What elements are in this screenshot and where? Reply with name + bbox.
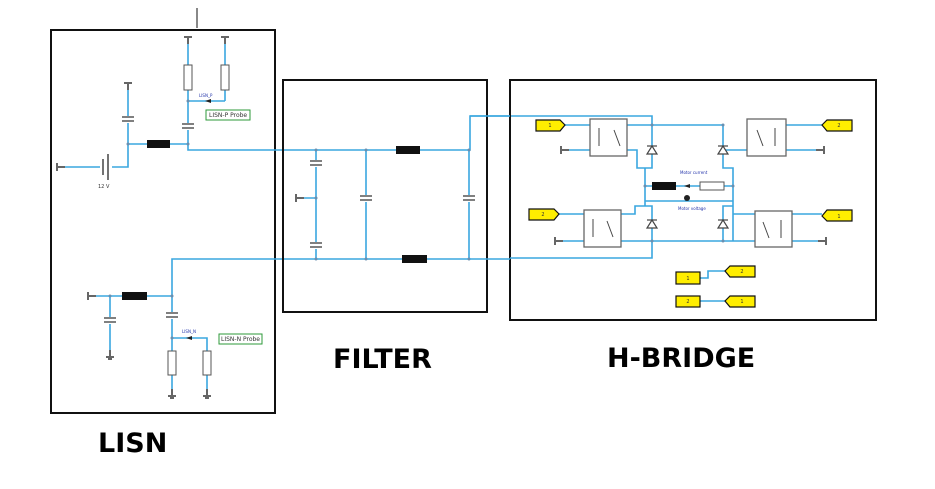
inductor [396, 146, 420, 154]
hbridge-block: Motor current Motor voltage 1 2 2 1 1 2 … [470, 79, 877, 321]
inductor [147, 140, 170, 148]
ground-icon [554, 236, 564, 246]
lisn-block: 12 V LISN_P LISN-P Probe LISN_N LISN-N P… [50, 29, 653, 414]
ground-icon [183, 36, 193, 45]
probe-n-net: LISN_N [182, 329, 196, 334]
relay-bottom-left [583, 209, 622, 248]
inductor [402, 255, 427, 263]
svg-text:2: 2 [837, 123, 840, 129]
motor-voltage-label: Motor voltage [678, 206, 706, 211]
current-probe-icon [684, 184, 690, 188]
probe-p-net: LISN_P [199, 93, 213, 98]
svg-text:1: 1 [548, 123, 551, 129]
svg-text:2: 2 [541, 212, 544, 218]
probe-n-label: LISN-N Probe [221, 336, 260, 343]
ground-icon [815, 145, 825, 155]
ground-icon [123, 82, 133, 91]
voltage-probe-icon [684, 195, 690, 201]
svg-text:1: 1 [740, 299, 743, 305]
hbridge-title: H-BRIDGE [607, 343, 755, 374]
resistor [202, 350, 212, 376]
ground-icon [560, 145, 570, 155]
net-tag-bottom-right[interactable]: 1 [821, 209, 853, 222]
net-tag-pair1-in[interactable]: 1 [675, 271, 701, 285]
net-tag-pair2-out[interactable]: 1 [724, 295, 756, 308]
lisn-border [50, 29, 276, 414]
battery [100, 154, 112, 180]
svg-text:1: 1 [686, 276, 689, 282]
net-tag-bottom-left[interactable]: 2 [528, 208, 560, 221]
battery-label: 12 V [98, 184, 110, 190]
lisn-title: LISN [98, 428, 167, 459]
filter-title: FILTER [333, 344, 432, 375]
diode [717, 219, 729, 229]
ground-icon [295, 193, 305, 203]
net-tag-top-right[interactable]: 2 [821, 119, 853, 132]
filter-block [282, 79, 488, 313]
filter-border [282, 79, 488, 313]
motor-resistor [699, 181, 725, 191]
diode [646, 219, 658, 229]
svg-text:2: 2 [686, 299, 689, 305]
resistor [167, 350, 177, 376]
net-tag-pair1-out[interactable]: 2 [724, 265, 756, 278]
ground-icon [56, 162, 66, 172]
probe-n-box[interactable] [218, 333, 263, 345]
net-tag-pair2-in[interactable]: 2 [675, 295, 701, 308]
ground-icon [817, 236, 827, 246]
ground-icon [105, 349, 115, 360]
ground-icon [87, 291, 97, 301]
probe-p-label: LISN-P Probe [209, 112, 247, 119]
motor-inductance [652, 182, 676, 190]
relay-top-right [746, 118, 787, 157]
probe-n-arrow-icon [186, 336, 192, 340]
relay-top-left [589, 118, 628, 157]
resistor [220, 64, 230, 91]
hbridge-border [509, 79, 877, 321]
motor-current-label: Motor current [680, 170, 708, 175]
ground-icon [167, 388, 177, 399]
svg-text:2: 2 [740, 269, 743, 275]
svg-text:1: 1 [837, 214, 840, 220]
inductor [122, 292, 147, 300]
ground-icon [202, 388, 212, 399]
relay-bottom-right [754, 210, 793, 248]
probe-p-box[interactable] [205, 109, 251, 121]
net-tag-top-left[interactable]: 1 [535, 119, 566, 132]
resistor [183, 64, 193, 91]
probe-p-arrow-icon [205, 99, 211, 103]
ground-icon [220, 36, 230, 45]
diode [646, 145, 658, 155]
